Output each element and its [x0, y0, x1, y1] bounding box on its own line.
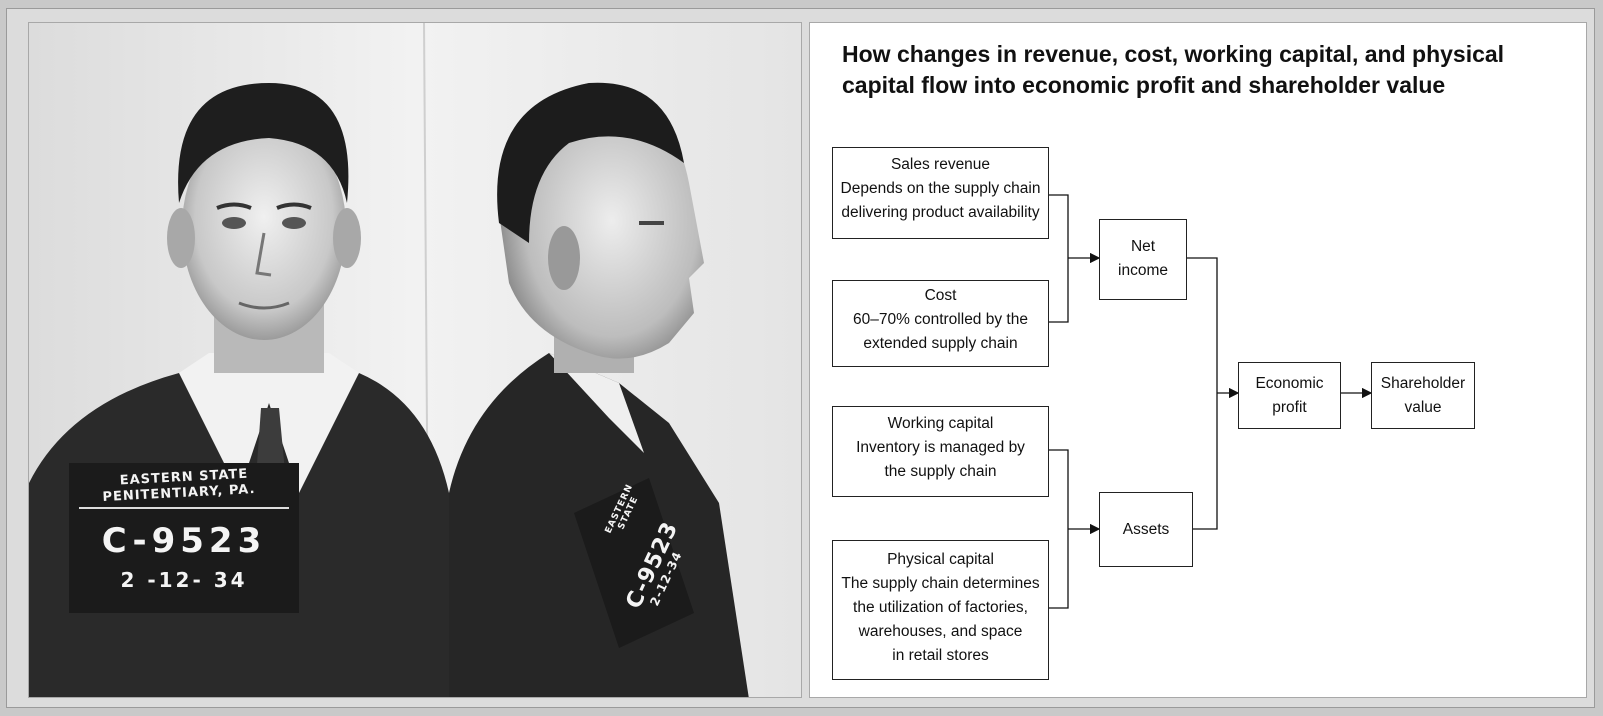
net-income-box: Net income [1099, 219, 1187, 300]
cost-box: Cost 60–70% controlled by the extended s… [832, 280, 1049, 367]
physical-capital-desc-2: the utilization of factories, [853, 599, 1028, 616]
physical-capital-desc-1: The supply chain determines [841, 575, 1040, 592]
net-income-label-1: Net [1130, 238, 1156, 255]
mugshot-image [29, 23, 801, 697]
connector-capital [1049, 449, 1069, 609]
cost-desc-1: 60–70% controlled by the [853, 311, 1028, 328]
sales-revenue-desc-2: delivering product availability [841, 204, 1040, 221]
shareholder-value-label-2: value [1404, 399, 1442, 416]
cost-title: Cost [924, 287, 957, 304]
economic-profit-label-1: Economic [1255, 375, 1324, 392]
working-capital-desc-2: the supply chain [884, 463, 997, 480]
shareholder-value-label-1: Shareholder [1380, 375, 1466, 392]
placard-front-date: 2 -12- 34 [120, 568, 248, 592]
diagram-title-line2: capital flow into economic profit and sh… [842, 72, 1446, 98]
diagram-title-line1: How changes in revenue, cost, working ca… [842, 41, 1505, 67]
sales-revenue-box: Sales revenue Depends on the supply chai… [832, 147, 1049, 239]
physical-capital-box: Physical capital The supply chain determ… [832, 540, 1049, 680]
sales-revenue-desc-1: Depends on the supply chain [840, 180, 1041, 197]
net-income-label-2: income [1118, 262, 1168, 279]
working-capital-box: Working capital Inventory is managed by … [832, 406, 1049, 497]
value-flow-diagram: How changes in revenue, cost, working ca… [809, 22, 1587, 698]
assets-label: Assets [1122, 521, 1170, 538]
economic-profit-box: Economic profit [1238, 362, 1341, 429]
placard-front-number: C-9523 [101, 521, 267, 561]
working-capital-desc-1: Inventory is managed by [856, 439, 1025, 456]
sales-revenue-title: Sales revenue [890, 156, 991, 173]
shareholder-value-box: Shareholder value [1371, 362, 1475, 429]
physical-capital-title: Physical capital [887, 551, 994, 568]
connector-revenue-cost [1049, 194, 1069, 323]
connector-income-assets [1187, 257, 1218, 530]
physical-capital-desc-4: in retail stores [892, 647, 989, 664]
assets-box: Assets [1099, 492, 1193, 567]
economic-profit-label-2: profit [1272, 399, 1307, 416]
diagram-connectors [1049, 194, 1373, 609]
mugshot-photo: EASTERN STATE PENITENTIARY, PA. C-9523 2… [28, 22, 802, 698]
physical-capital-desc-3: warehouses, and space [858, 623, 1023, 640]
working-capital-title: Working capital [887, 415, 994, 432]
cost-desc-2: extended supply chain [863, 335, 1018, 352]
diagram-title: How changes in revenue, cost, working ca… [842, 39, 1542, 101]
